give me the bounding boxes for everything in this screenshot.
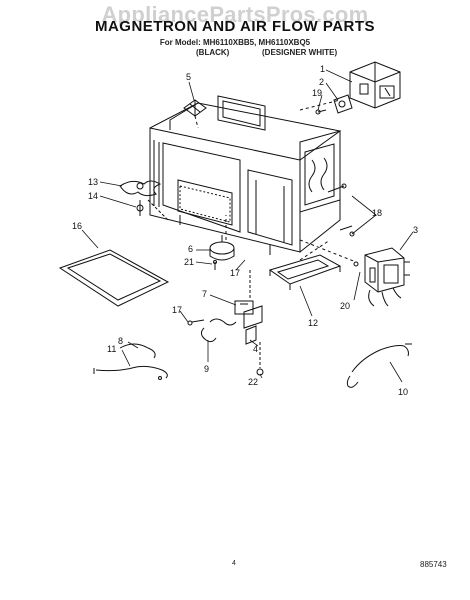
callout-21: 21 — [184, 257, 194, 267]
small-motor-part — [209, 235, 235, 270]
fan-motor-assembly — [353, 247, 410, 307]
callout-6: 6 — [188, 244, 193, 254]
callout-17-upper: 17 — [230, 268, 240, 278]
callout-16: 16 — [72, 221, 82, 231]
callout-labels: 1 2 19 3 5 13 14 16 6 21 17 18 20 7 17 1… — [72, 64, 418, 397]
callout-1: 1 — [320, 64, 325, 74]
wire-harness-left — [93, 343, 168, 380]
callout-2: 2 — [319, 77, 324, 87]
mounting-plate — [268, 254, 342, 290]
watermark-text: AppliancePartsPros.com — [101, 2, 369, 27]
switch-parts — [187, 270, 264, 376]
filter-pad — [58, 249, 170, 307]
callout-14: 14 — [88, 191, 98, 201]
assembly-guides — [194, 99, 357, 263]
callout-19: 19 — [312, 88, 322, 98]
wire-harness-right — [346, 343, 412, 388]
callout-3: 3 — [413, 225, 418, 235]
fan-blade-assembly — [119, 180, 169, 221]
cavity-frame — [149, 95, 342, 255]
callout-22: 22 — [248, 377, 258, 387]
model-line: For Model: MH6110XBB5, MH6110XBQ5 — [159, 38, 311, 47]
callout-8: 8 — [118, 336, 123, 346]
color-white-label: (DESIGNER WHITE) — [262, 48, 338, 57]
callout-12: 12 — [308, 318, 318, 328]
magnetron-assembly — [315, 61, 401, 115]
callout-9: 9 — [204, 364, 209, 374]
leader-lines — [81, 69, 414, 383]
callout-20: 20 — [340, 301, 350, 311]
callout-5: 5 — [186, 72, 191, 82]
page-number: 4 — [232, 560, 236, 567]
diagram-title: MAGNETRON AND AIR FLOW PARTS — [94, 18, 376, 35]
fan-cone-part — [183, 99, 207, 117]
callout-17-lower: 17 — [172, 305, 182, 315]
callout-18: 18 — [372, 208, 382, 218]
callout-7: 7 — [202, 289, 207, 299]
callout-10: 10 — [398, 387, 408, 397]
callout-4: 4 — [253, 344, 258, 354]
screw-set — [327, 183, 355, 237]
color-black-label: (BLACK) — [196, 48, 230, 57]
document-code: 885743 — [420, 560, 447, 569]
callout-13: 13 — [88, 177, 98, 187]
callout-11: 11 — [107, 344, 116, 354]
